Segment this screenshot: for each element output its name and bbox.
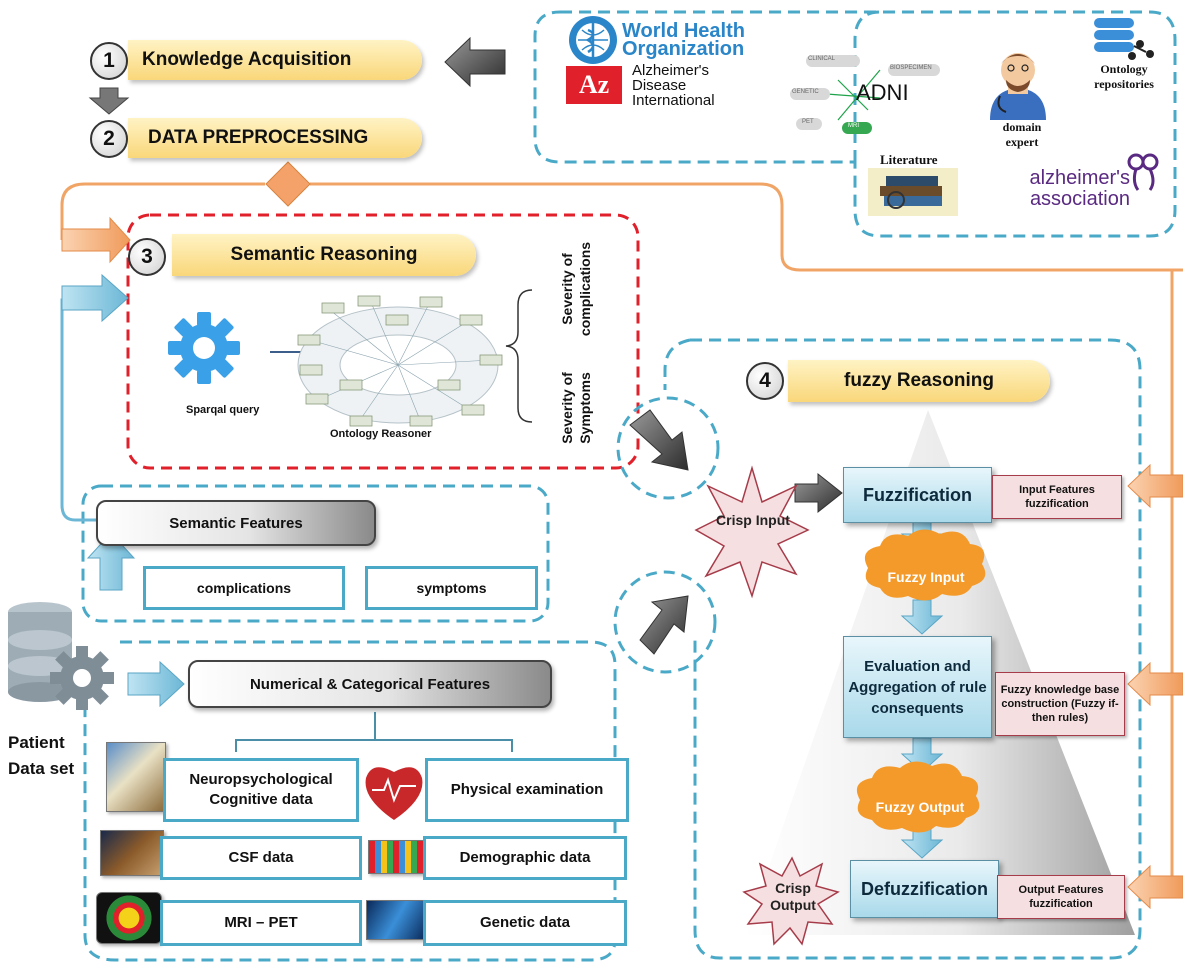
orange-arrow-output-feat <box>1127 864 1183 910</box>
source-to-knowledge-arrow <box>444 36 506 88</box>
fuzzy-output-label: Fuzzy Output <box>875 799 965 815</box>
connector-circle-bottom <box>613 570 717 674</box>
semantic-features-box: Semantic Features <box>96 500 376 546</box>
ontology-reasoner-graph <box>297 295 503 427</box>
genetic-thumbnail-image <box>366 900 426 940</box>
connector-circle-top <box>616 396 720 500</box>
blue-arrow-stage3 <box>61 273 129 323</box>
adi-name: Alzheimer's Disease International <box>632 62 715 109</box>
orange-arrow-input-feat <box>1127 463 1183 509</box>
crisp-output-star <box>742 856 840 946</box>
literature-books-icon <box>868 168 958 216</box>
adni-label: ADNI <box>856 80 909 105</box>
stage1-number: 1 <box>90 42 128 80</box>
ontology-repositories-label: Ontology repositories <box>1094 62 1154 91</box>
semantic-features-dashed-box <box>81 484 550 623</box>
flow-arrow-2 <box>900 599 944 635</box>
adi-logo: Az <box>566 66 622 104</box>
severity-bracket <box>505 289 533 423</box>
sparql-query-label: Sparqal query <box>186 404 260 416</box>
blue-arrow-numerical <box>127 660 185 708</box>
patient-database-icon <box>8 602 114 710</box>
sources-inner-dashed <box>853 10 881 162</box>
adni-node-mri: MRI <box>848 123 859 129</box>
stage4-fuzzy-reasoning: fuzzy Reasoning <box>788 360 1050 402</box>
adni-node-genetic: GENETIC <box>792 89 819 95</box>
alzheimers-association-logo: alzheimer's association <box>1029 167 1130 210</box>
stage2-number: 2 <box>90 120 128 158</box>
numerical-to-fuzzy-arrow <box>639 595 689 655</box>
orange-flow-line <box>60 182 1183 272</box>
who-emblem-icon <box>569 16 617 64</box>
mri-pet-box: MRI – PET <box>160 900 362 946</box>
defuzzification-box: Defuzzification <box>850 860 999 918</box>
neuropsychological-box: Neuropsychological Cognitive data <box>163 758 359 822</box>
fuzzy-input-cloud <box>864 529 986 601</box>
fuzzy-knowledge-base-box: Fuzzy knowledge base construction (Fuzzy… <box>995 672 1125 736</box>
fuzzification-box: Fuzzification <box>843 467 992 523</box>
severity-complications-label: Severity of complications <box>559 241 593 337</box>
stage4-number: 4 <box>746 362 784 400</box>
physical-examination-box: Physical examination <box>425 758 629 822</box>
semantic-to-fuzzy-arrow <box>629 409 689 471</box>
stage3-semantic-reasoning: Semantic Reasoning <box>172 234 476 276</box>
stage3-number: 3 <box>128 238 166 276</box>
csf-thumbnail-image <box>100 830 164 876</box>
sources-dashed-box <box>533 10 1177 238</box>
feedback-blue-line <box>60 298 100 522</box>
evaluation-aggregation-box: Evaluation and Aggregation of rule conse… <box>843 636 992 738</box>
sparql-gear-icon <box>168 312 240 384</box>
crisp-to-fuzzification-arrow <box>794 472 843 514</box>
who-logo-text: World Health Organization <box>622 20 745 60</box>
semantic-reasoning-dashed-box <box>126 213 640 470</box>
numcat-bracket <box>235 712 513 752</box>
ontology-reasoner-label: Ontology Reasoner <box>330 428 432 440</box>
fuzzy-dashed-box <box>690 338 1142 960</box>
adni-node-clinical: CLINICAL <box>808 56 836 62</box>
stage2-data-preprocessing: DATA PREPROCESSING <box>128 118 422 158</box>
mri-thumbnail-image <box>96 892 162 944</box>
heart-icon <box>365 767 423 820</box>
stage1-to-stage2-arrow <box>88 87 130 115</box>
patient-dataset-label: Patient Data set <box>8 733 75 778</box>
fuzzy-input-label: Fuzzy Input <box>887 569 965 585</box>
preprocessing-diamond <box>265 161 311 207</box>
complications-box: complications <box>143 566 345 610</box>
numerical-categorical-features-box: Numerical & Categorical Features <box>188 660 552 708</box>
neuro-thumbnail-image <box>106 742 166 812</box>
fuzzy-output-cloud <box>856 761 980 833</box>
literature-label: Literature <box>880 152 938 167</box>
crisp-input-star <box>694 465 810 599</box>
genetic-data-box: Genetic data <box>423 900 627 946</box>
symptoms-box: symptoms <box>365 566 538 610</box>
crisp-output-label: Crisp Output <box>770 880 816 913</box>
csf-data-box: CSF data <box>160 836 362 880</box>
orange-arrow-stage3 <box>61 216 131 264</box>
orange-arrow-kb <box>1127 661 1183 707</box>
severity-symptoms-label: Severity of Symptoms <box>559 372 593 444</box>
adni-node-biospecimen: BIOSPECIMEN <box>890 65 932 71</box>
flow-arrow-3 <box>900 737 944 773</box>
demographic-data-box: Demographic data <box>423 836 627 880</box>
domain-expert-label: domain expert <box>1002 120 1042 149</box>
numerical-dashed-box <box>83 640 617 962</box>
stage1-knowledge-acquisition: Knowledge Acquisition <box>128 40 422 80</box>
input-features-fuzzification-box: Input Features fuzzification <box>992 475 1122 519</box>
domain-expert-icon <box>990 53 1046 120</box>
output-features-fuzzification-box: Output Features fuzzification <box>997 875 1125 919</box>
adni-node-pet: PET <box>802 119 814 125</box>
aa-brain-icon <box>1127 153 1159 191</box>
crisp-input-label: Crisp Input <box>716 512 790 528</box>
ontology-database-icon <box>1094 18 1154 60</box>
demographic-thumbnail-image <box>368 840 426 874</box>
